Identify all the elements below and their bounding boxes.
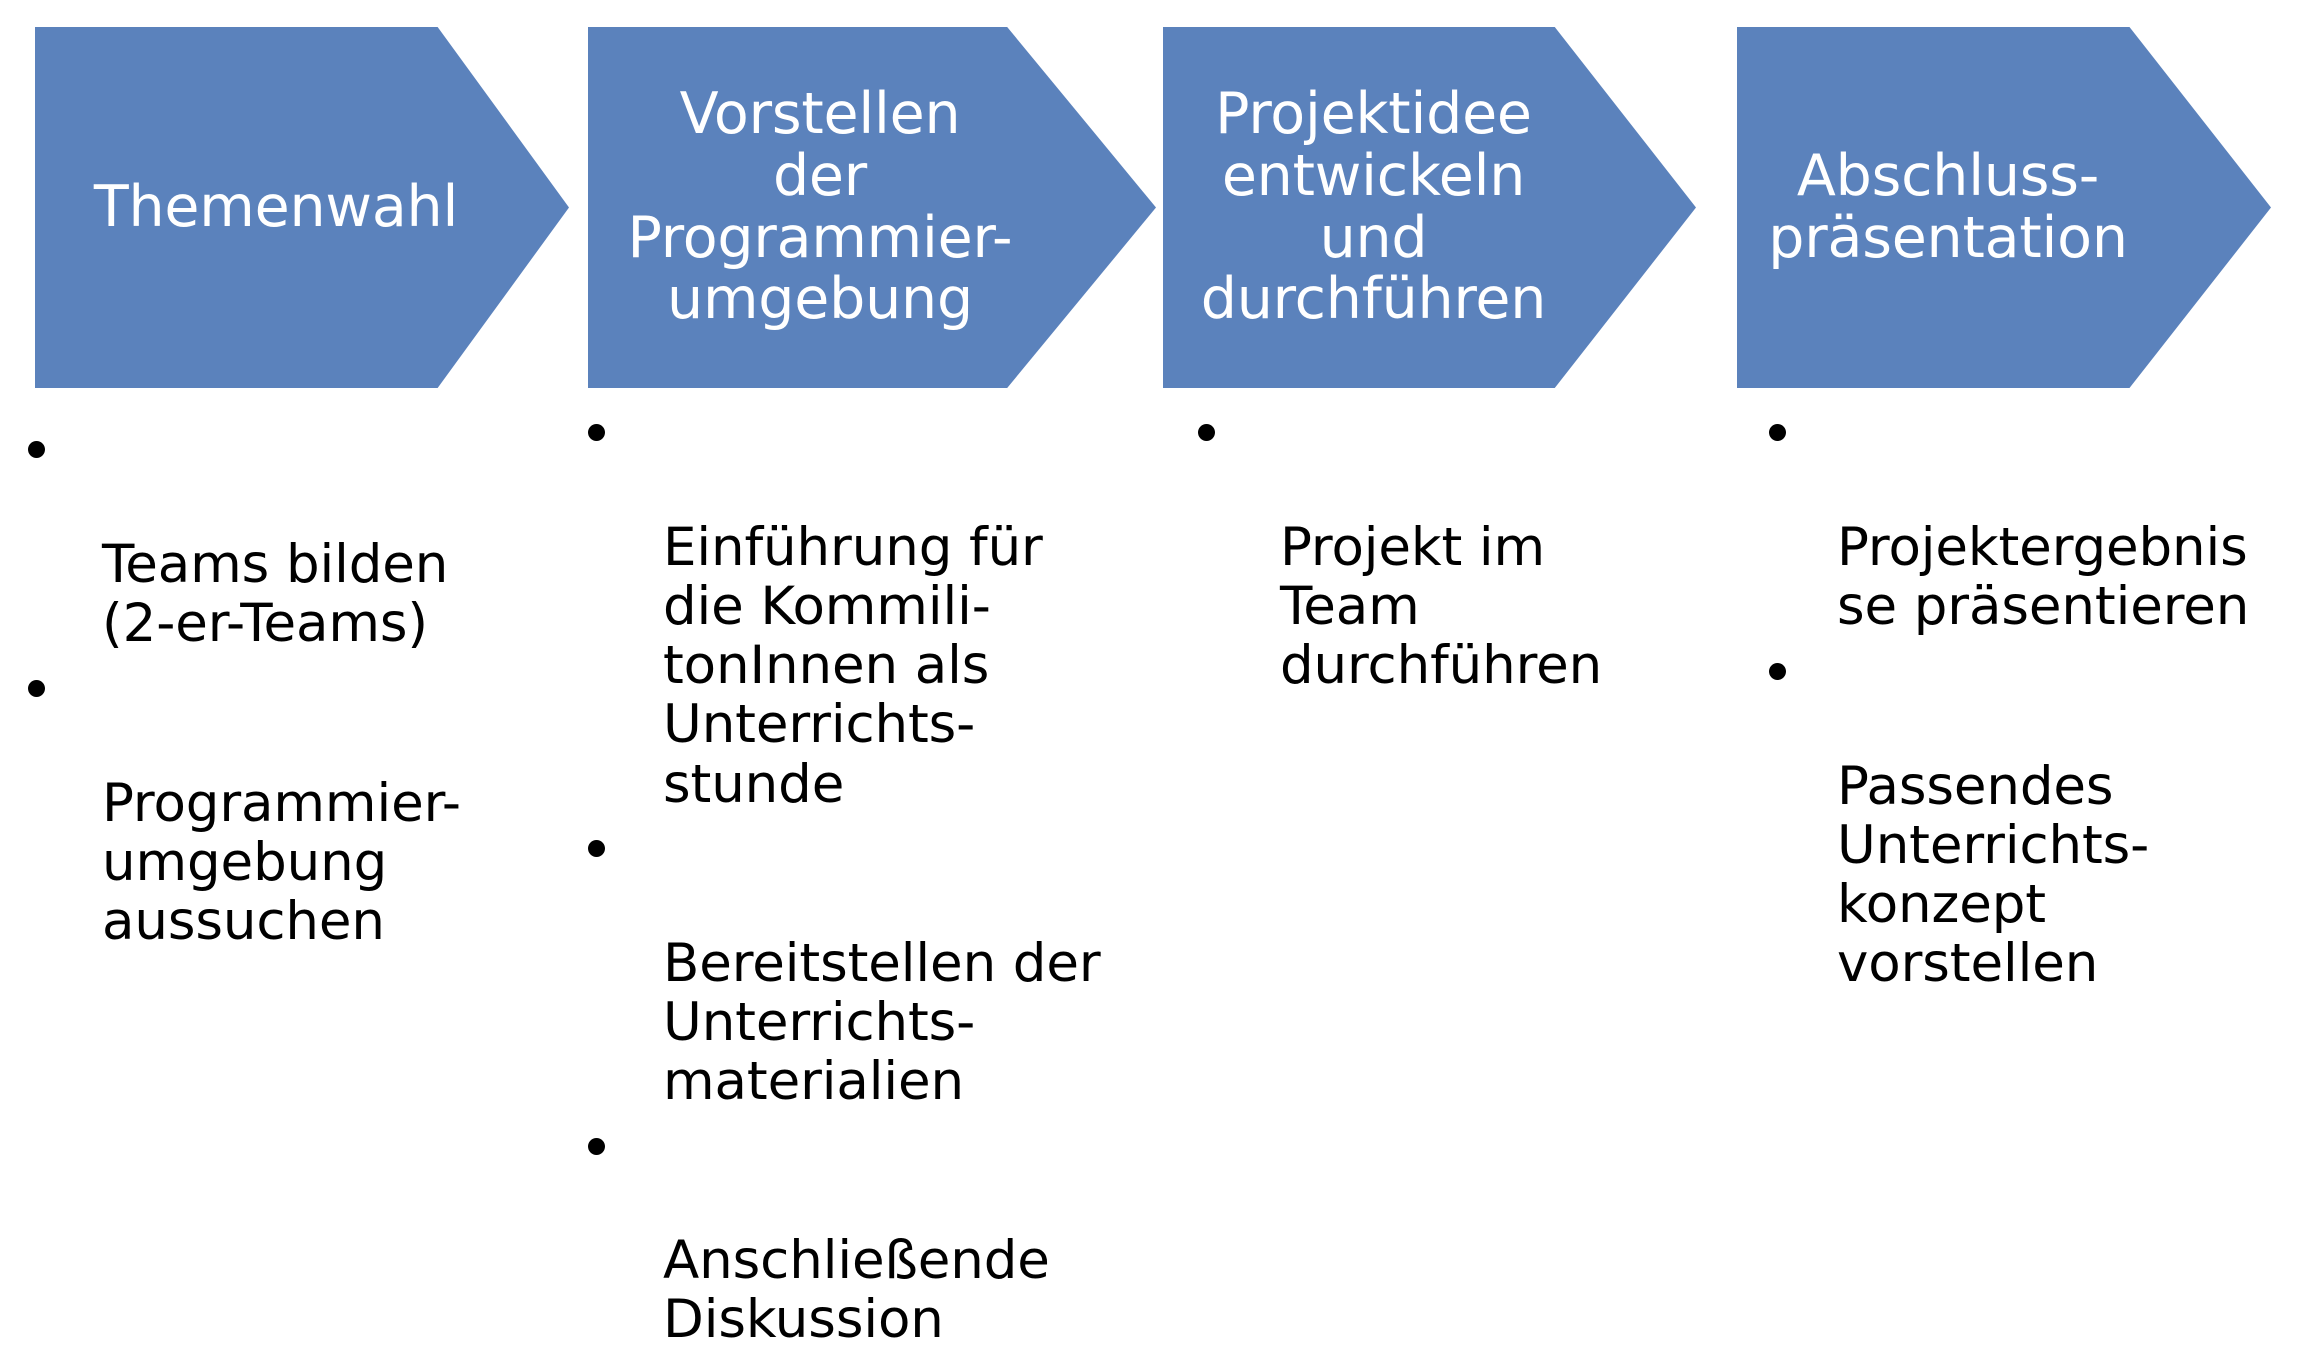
list-item: Projekt im Team durchführen (1180, 400, 1700, 695)
list-item-text: Einführung für die Kommili- tonInnen als… (663, 517, 1043, 815)
list-item: Bereitstellen der Unterrichts- materiali… (573, 816, 1173, 1111)
list-item-text: Projekt im Team durchführen (1280, 517, 1603, 697)
bullet-dot-icon (28, 441, 45, 459)
list-item-text: Teams bilden (2-er-Teams) (102, 534, 449, 655)
list-item-text: Bereitstellen der Unterrichts- materiali… (663, 932, 1101, 1113)
bullet-dot-icon (588, 840, 605, 858)
bullet-list-step-3: Projekt im Team durchführen (1180, 400, 1700, 695)
bullet-columns: Teams bilden (2-er-Teams) Programmier- u… (0, 400, 2302, 1349)
list-item-text: Programmier- umgebung aussuchen (102, 772, 461, 952)
bullet-column-step-1: Teams bilden (2-er-Teams) Programmier- u… (10, 400, 555, 953)
chevron-step-2-label: Vorstellen der Programmier- umgebung (627, 80, 1013, 333)
chevron-step-4[interactable]: Abschluss- präsentation (1737, 27, 2271, 388)
chevron-step-3[interactable]: Projektidee entwickeln und durchführen (1163, 27, 1696, 388)
bullet-dot-icon (588, 1137, 605, 1155)
bullet-dot-icon (588, 424, 605, 442)
bullet-dot-icon (1769, 424, 1786, 442)
bullet-column-step-3: Projekt im Team durchführen (1180, 400, 1700, 697)
list-item: Projektergebnis se präsentieren (1757, 400, 2302, 636)
bullet-column-step-2: Einführung für die Kommili- tonInnen als… (573, 400, 1173, 1352)
list-item: Einführung für die Kommili- tonInnen als… (573, 400, 1173, 814)
bullet-list-step-4: Projektergebnis se präsentieren Passende… (1757, 400, 2302, 993)
chevron-step-1[interactable]: Themenwahl (35, 27, 569, 388)
list-item: Anschließende Diskussion (573, 1113, 1173, 1349)
list-item-text: Anschließende Diskussion (663, 1230, 1050, 1351)
chevron-process-band: Themenwahl Vorstellen der Programmier- u… (0, 0, 2302, 400)
bullet-dot-icon (28, 679, 45, 697)
chevron-step-2[interactable]: Vorstellen der Programmier- umgebung (588, 27, 1156, 388)
chevron-step-4-label: Abschluss- präsentation (1768, 142, 2128, 271)
bullet-list-step-1: Teams bilden (2-er-Teams) Programmier- u… (10, 400, 555, 951)
list-item: Teams bilden (2-er-Teams) (10, 417, 555, 653)
list-item-text: Passendes Unterrichts- konzept vorstelle… (1837, 755, 2150, 994)
chevron-step-1-label: Themenwahl (93, 173, 459, 240)
chevron-step-3-label: Projektidee entwickeln und durchführen (1200, 80, 1547, 333)
list-item: Programmier- umgebung aussuchen (10, 655, 555, 952)
bullet-dot-icon (1769, 662, 1786, 680)
bullet-list-step-2: Einführung für die Kommili- tonInnen als… (573, 400, 1173, 1350)
bullet-dot-icon (1198, 424, 1215, 442)
list-item-text: Projektergebnis se präsentieren (1837, 517, 2250, 638)
bullet-column-step-4: Projektergebnis se präsentieren Passende… (1757, 400, 2302, 995)
list-item: Passendes Unterrichts- konzept vorstelle… (1757, 638, 2302, 993)
